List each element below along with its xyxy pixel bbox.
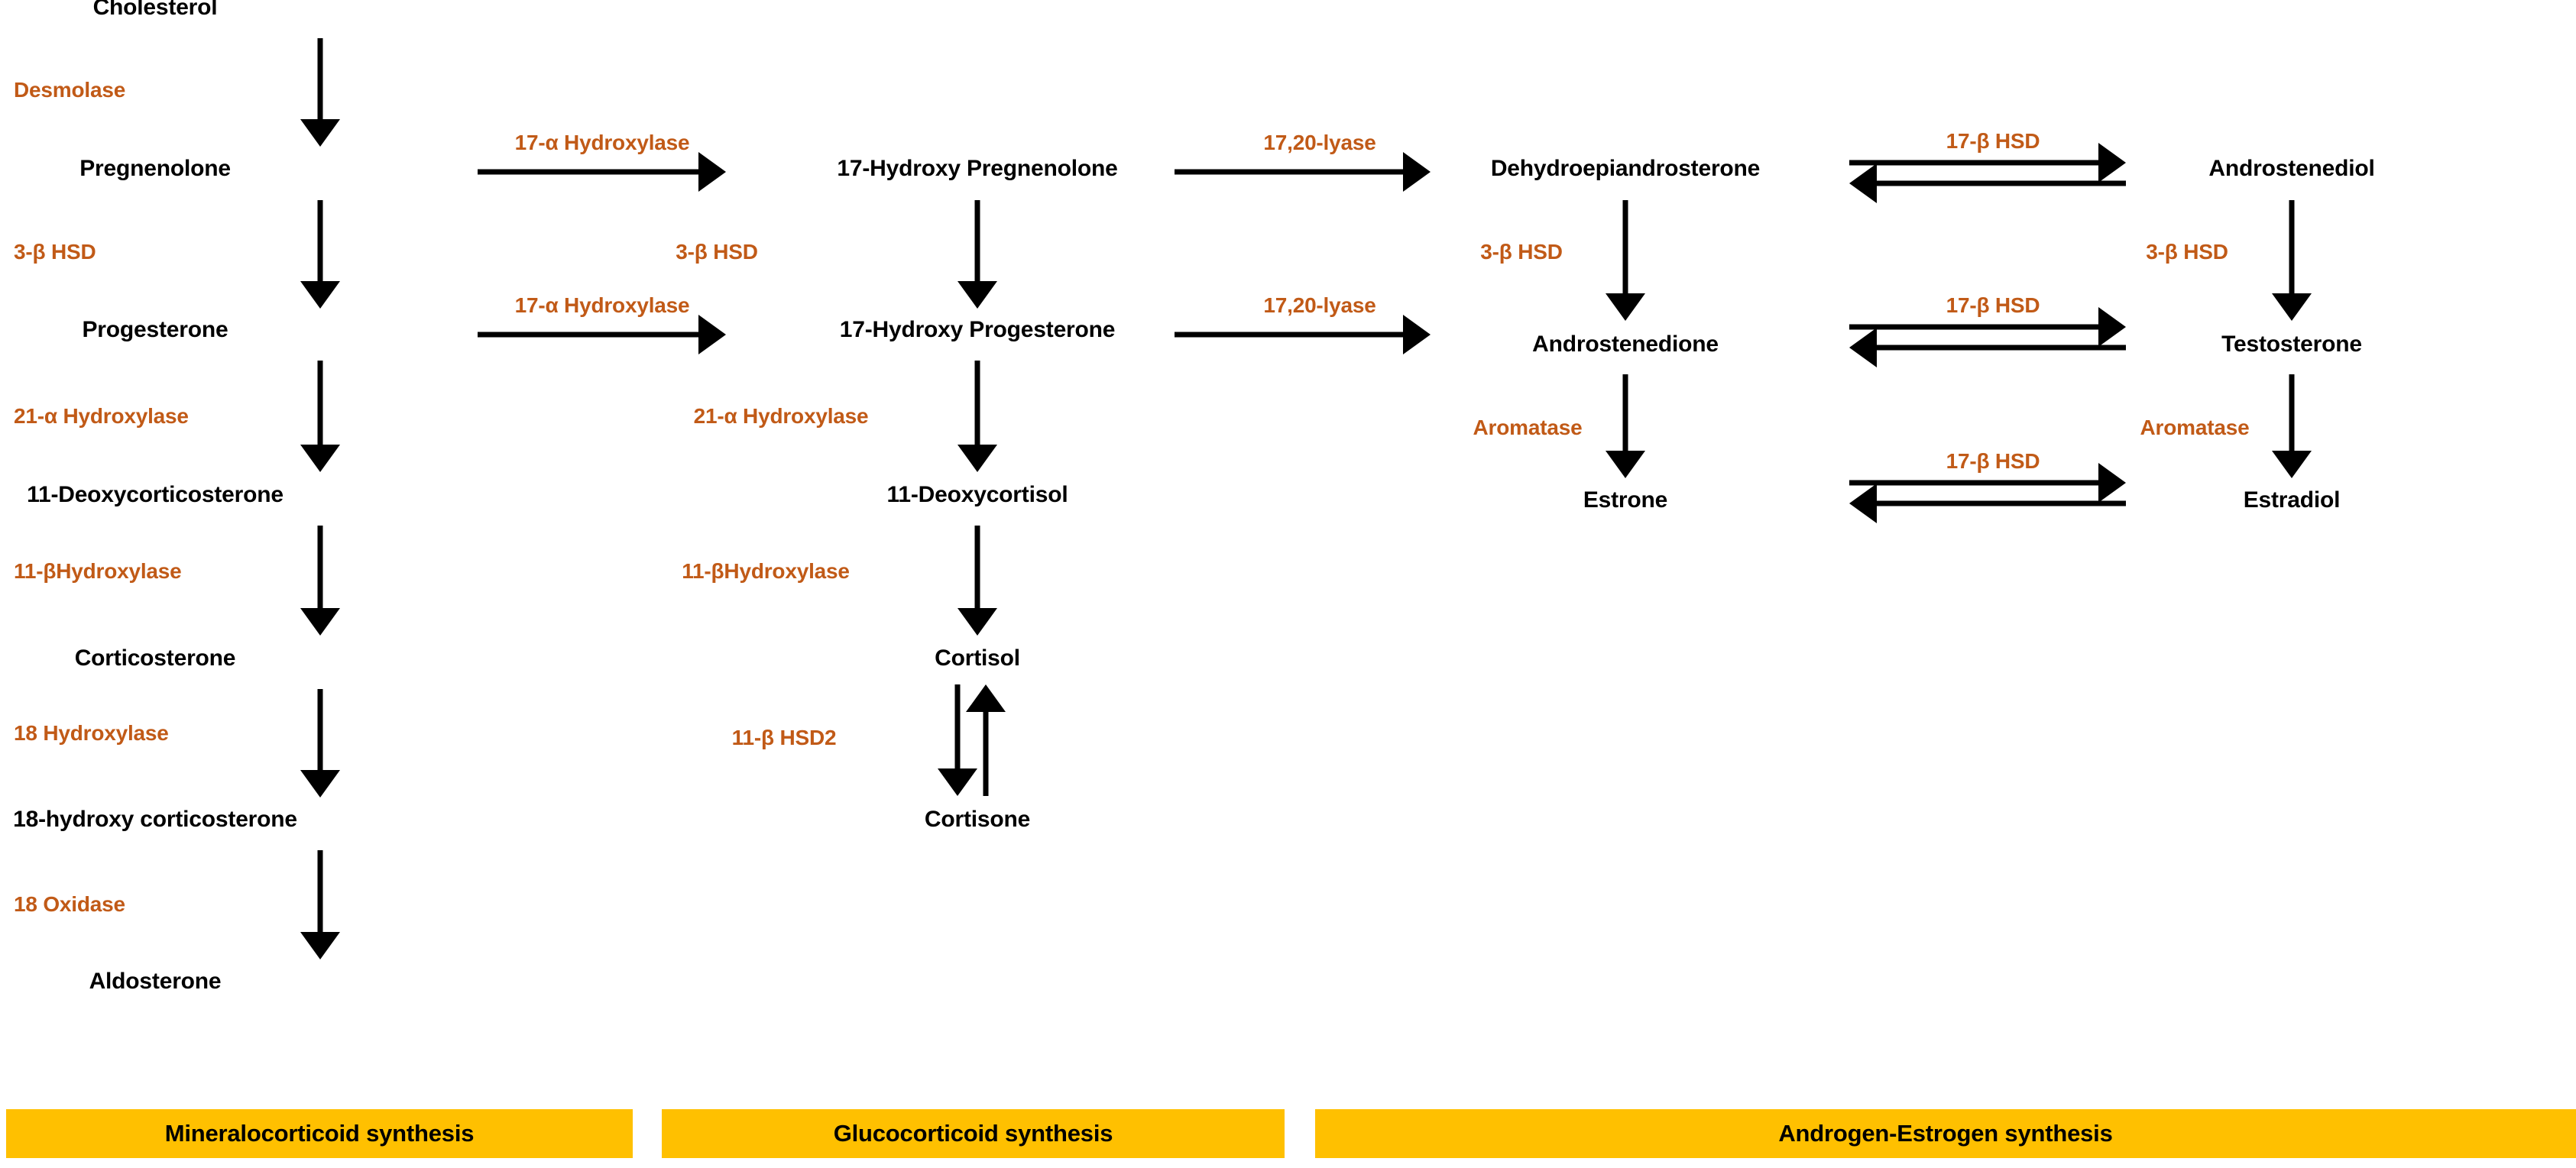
enzyme-desmolase: Desmolase [14,78,126,102]
metabolite-pregnenolone: Pregnenolone [79,156,231,181]
enzyme-hydroxylase17a-row2: 17-α Hydroxylase [514,293,690,317]
enzyme-lyase1720-row2: 17,20-lyase [1263,293,1376,317]
metabolite-aldosterone: Aldosterone [89,969,222,994]
metabolite-dhea: Dehydroepiandrosterone [1490,156,1761,181]
arrow-cortisol-cortisone-reverse-head [966,684,1006,712]
arrow-cholesterol-to-pregnenolone [300,38,340,147]
arrow-18hydroxy-to-aldosterone [300,850,340,959]
arrow-cortisol-cortisone-forward-head [938,768,977,796]
arrow-hydroxyprogesterone-to-deoxycortisol-head [957,445,997,472]
enzyme-hydroxylase11b-col1: 11-βHydroxylase [14,559,182,583]
arrow-dhea-to-androstenedione-head [1606,293,1645,321]
enzyme-hydroxylase17a-row1: 17-α Hydroxylase [514,131,690,154]
enzyme-hsd3b-col3: 3-β HSD [1480,240,1563,264]
metabolite-androstenediol: Androstenediol [2208,156,2375,181]
enzyme-lyase1720-row1: 17,20-lyase [1263,131,1376,154]
enzyme-hsd3b-col4: 3-β HSD [2146,240,2228,264]
metabolite-progesterone: Progesterone [82,317,228,342]
metabolite-testosterone: Testosterone [2221,332,2362,357]
enzyme-hydroxylase11b-col2: 11-βHydroxylase [682,559,850,583]
arrow-androstenedione-testosterone-reverse-head [1849,328,1877,367]
arrow-cholesterol-to-pregnenolone-head [300,119,340,147]
arrow-testosterone-to-estradiol-head [2272,451,2312,478]
enzyme-hsd17b-row3: 17-β HSD [1946,449,2040,473]
enzyme-hsd3b-col2: 3-β HSD [676,240,758,264]
arrow-hydroxyprogesterone-to-dhea [1175,315,1431,354]
metabolite-cortisol: Cortisol [935,645,1020,671]
enzyme-hsd17b-row2: 17-β HSD [1946,293,2040,317]
enzyme-oxidase18: 18 Oxidase [14,892,125,916]
enzyme-hydroxylase21-col1: 21-α Hydroxylase [14,404,189,428]
arrow-androstenedione-testosterone-reverse [1849,328,2126,367]
arrow-androstenediol-to-testosterone-head [2272,293,2312,321]
metabolite-corticosterone: Corticosterone [74,645,236,671]
arrow-dhea-androstenediol-reverse-head [1849,163,1877,203]
metabolite-androstenedione: Androstenedione [1532,332,1719,357]
arrow-hydroxyprogesterone-to-dhea-head [1403,315,1431,354]
band-androgen-estrogen: Androgen-Estrogen synthesis [1315,1109,2576,1158]
arrow-dhea-to-androstenedione [1606,200,1645,321]
arrow-deoxycortisol-to-cortisol-head [957,608,997,636]
arrow-progesterone-to-hydroxyprogesterone-head [698,315,726,354]
arrow-estrone-estradiol-forward-head [2098,463,2126,503]
arrow-18hydroxy-to-aldosterone-head [300,932,340,959]
arrow-pregnenolone-to-progesterone-head [300,281,340,309]
arrow-pregnenolone-to-hydroxypregnenolone [478,152,726,192]
band-mineralocorticoid: Mineralocorticoid synthesis [6,1109,633,1158]
arrow-progesterone-to-hydroxyprogesterone [478,315,726,354]
enzyme-hsd17b-row1: 17-β HSD [1946,129,2040,153]
arrow-androstenedione-to-estrone-head [1606,451,1645,478]
enzyme-hydroxylase18: 18 Hydroxylase [14,721,169,745]
metabolite-deoxycortisol: 11-Deoxycortisol [886,482,1068,507]
arrow-progesterone-to-deoxycorticosterone-head [300,445,340,472]
arrow-deoxycorticosterone-to-corticosterone-head [300,608,340,636]
arrow-hydroxypregnenolone-to-hydroxyprogesterone [957,200,997,309]
arrow-hydroxyprogesterone-to-deoxycortisol [957,361,997,472]
arrow-corticosterone-to-18hydroxy-head [300,770,340,798]
metabolite-estradiol: Estradiol [2243,487,2341,513]
metabolite-hydroxy-progesterone: 17-Hydroxy Progesterone [839,317,1116,342]
metabolite-cortisone: Cortisone [924,807,1031,832]
arrow-testosterone-to-estradiol [2272,374,2312,478]
enzyme-aromatase-col3: Aromatase [1473,416,1583,439]
enzyme-hydroxylase21-col2: 21-α Hydroxylase [693,404,869,428]
band-glucocorticoid: Glucocorticoid synthesis [662,1109,1285,1158]
arrow-dhea-androstenediol-forward-head [2098,143,2126,183]
arrow-androstenedione-testosterone-forward-head [2098,307,2126,347]
arrow-dhea-androstenediol-reverse [1849,163,2126,203]
band-label-androgen-estrogen: Androgen-Estrogen synthesis [1778,1120,2113,1147]
arrow-androstenedione-to-estrone [1606,374,1645,478]
metabolite-hydroxy-corticosterone: 18-hydroxy corticosterone [13,807,297,832]
arrow-estrone-estradiol-reverse [1849,484,2126,523]
arrow-estrone-estradiol-reverse-head [1849,484,1877,523]
arrow-pregnenolone-to-progesterone [300,200,340,309]
arrow-androstenediol-to-testosterone [2272,200,2312,321]
arrow-cortisol-cortisone-reverse [966,684,1006,796]
enzyme-aromatase-col4: Aromatase [2140,416,2250,439]
arrow-deoxycortisol-to-cortisol [957,526,997,636]
metabolite-cholesterol: Cholesterol [92,0,218,20]
enzyme-hsd3b-col1: 3-β HSD [14,240,96,264]
arrow-hydroxypregnenolone-to-hydroxyprogesterone-head [957,281,997,309]
arrow-cortisol-cortisone-forward [938,684,977,796]
band-label-mineralocorticoid: Mineralocorticoid synthesis [164,1120,475,1147]
band-label-glucocorticoid: Glucocorticoid synthesis [833,1120,1113,1147]
arrow-deoxycorticosterone-to-corticosterone [300,526,340,636]
arrow-pregnenolone-to-hydroxypregnenolone-head [698,152,726,192]
metabolite-hydroxy-pregnenolone: 17-Hydroxy Pregnenolone [837,156,1118,181]
arrow-hydroxypregnenolone-to-dhea-head [1403,152,1431,192]
enzyme-hsd11b2: 11-β HSD2 [731,726,837,749]
arrow-corticosterone-to-18hydroxy [300,689,340,798]
metabolite-deoxycorticosterone: 11-Deoxycorticosterone [27,482,284,507]
arrow-progesterone-to-deoxycorticosterone [300,361,340,472]
metabolite-estrone: Estrone [1583,487,1668,513]
arrow-hydroxypregnenolone-to-dhea [1175,152,1431,192]
